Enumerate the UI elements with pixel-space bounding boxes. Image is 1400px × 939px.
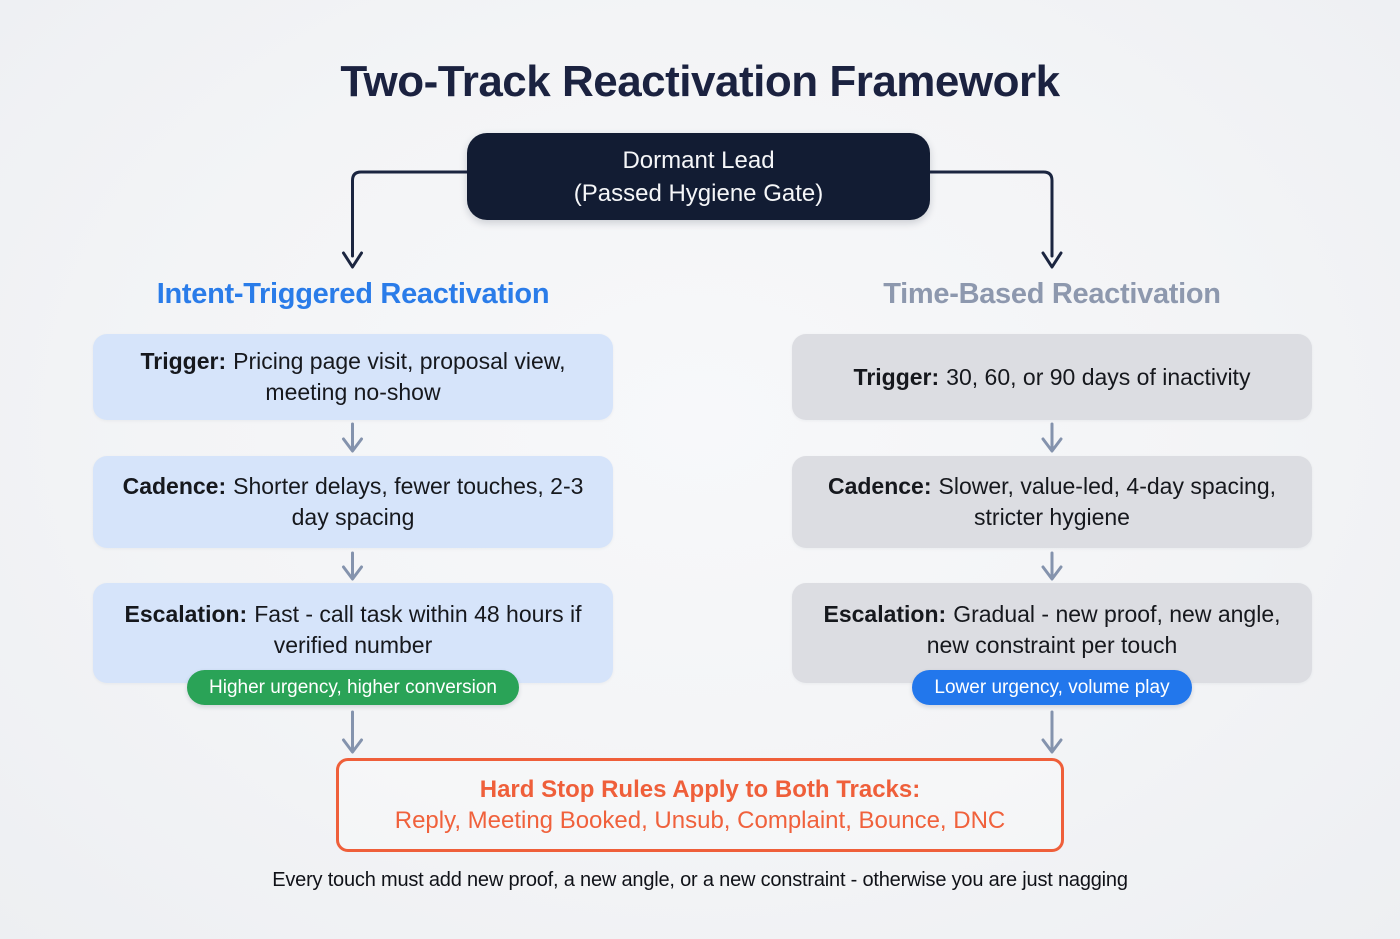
elbow-connector-left <box>342 170 469 269</box>
step-label: Trigger: <box>140 348 227 374</box>
intent-cadence-box: Cadence:Shorter delays, fewer touches, 2… <box>93 456 613 548</box>
intent-escalation-box: Escalation:Fast - call task within 48 ho… <box>93 583 613 683</box>
intent-badge: Higher urgency, higher conversion <box>187 670 519 705</box>
intent-cadence-text: Cadence:Shorter delays, fewer touches, 2… <box>117 471 589 533</box>
hard-stop-items: Reply, Meeting Booked, Unsub, Complaint,… <box>394 806 1006 834</box>
step-label: Cadence: <box>827 473 932 499</box>
step-label: Escalation: <box>823 601 947 627</box>
step-arrows-left <box>342 422 363 754</box>
intent-trigger-text: Trigger:Pricing page visit, proposal vie… <box>117 346 589 408</box>
step-text: Gradual - new proof, new angle, new cons… <box>926 601 1281 658</box>
intent-trigger-box: Trigger:Pricing page visit, proposal vie… <box>93 334 613 420</box>
step-label: Cadence: <box>122 473 227 499</box>
diagram-title: Two-Track Reactivation Framework <box>340 57 1060 106</box>
elbow-connector-right <box>928 170 1063 269</box>
intent-badge-wrap: Higher urgency, higher conversion <box>93 670 613 705</box>
hard-stop-heading: Hard Stop Rules Apply to Both Tracks: <box>479 775 921 803</box>
step-label: Escalation: <box>124 601 248 627</box>
time-badge-wrap: Lower urgency, volume play <box>792 670 1312 705</box>
hard-stop-rules-box: Hard Stop Rules Apply to Both Tracks: Re… <box>336 758 1064 852</box>
step-text: Fast - call task within 48 hours if veri… <box>254 601 582 658</box>
step-text: 30, 60, or 90 days of inactivity <box>946 363 1251 390</box>
step-text: Pricing page visit, proposal view, meeti… <box>233 348 566 405</box>
time-cadence-text: Cadence:Slower, value-led, 4-day spacing… <box>816 471 1288 533</box>
root-node-line2: (Passed Hygiene Gate) <box>573 179 824 207</box>
track-heading-intent-triggered: Intent-Triggered Reactivation <box>156 278 550 310</box>
footnote: Every touch must add new proof, a new an… <box>272 869 1128 891</box>
time-badge: Lower urgency, volume play <box>912 670 1192 705</box>
intent-escalation-text: Escalation:Fast - call task within 48 ho… <box>117 599 589 661</box>
time-trigger-box: Trigger:30, 60, or 90 days of inactivity <box>792 334 1312 420</box>
step-label: Trigger: <box>853 363 940 390</box>
time-trigger-text: Trigger:30, 60, or 90 days of inactivity <box>854 362 1251 393</box>
step-arrows-right <box>1041 422 1063 754</box>
step-text: Slower, value-led, 4-day spacing, strict… <box>938 473 1277 530</box>
track-heading-time-based: Time-Based Reactivation <box>883 278 1221 310</box>
time-escalation-text: Escalation:Gradual - new proof, new angl… <box>816 599 1288 661</box>
step-text: Shorter delays, fewer touches, 2-3 day s… <box>233 473 584 530</box>
root-node-dormant-lead: Dormant Lead (Passed Hygiene Gate) <box>467 133 930 220</box>
root-node-line1: Dormant Lead <box>622 146 775 174</box>
time-escalation-box: Escalation:Gradual - new proof, new angl… <box>792 583 1312 683</box>
time-cadence-box: Cadence:Slower, value-led, 4-day spacing… <box>792 456 1312 548</box>
